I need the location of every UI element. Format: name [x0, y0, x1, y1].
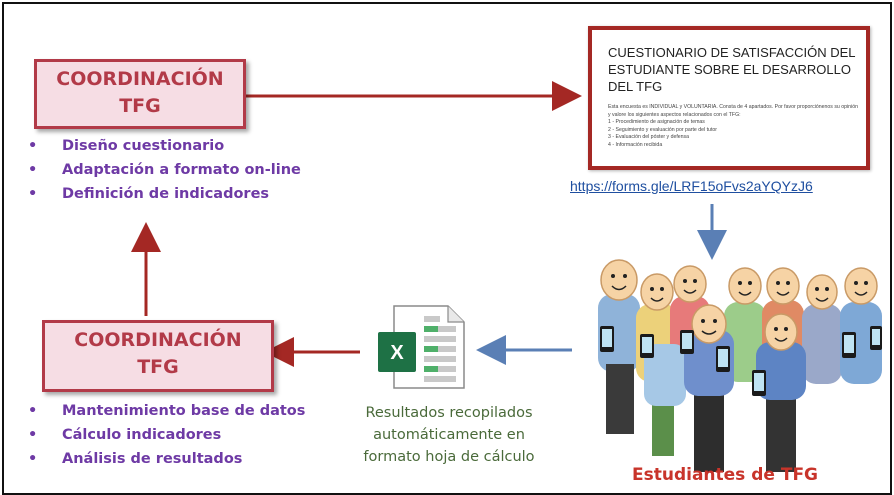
bullet-item: Análisis de resultados	[28, 447, 305, 471]
form-title: CUESTIONARIO DE SATISFACCIÓN DEL ESTUDIA…	[608, 45, 856, 94]
student-figure	[724, 267, 766, 382]
coordination-title: COORDINACIÓN	[56, 68, 224, 90]
form-intro: Esta encuesta es INDIVIDUAL y VOLUNTARIA…	[608, 104, 858, 118]
questionnaire-form-preview: CUESTIONARIO DE SATISFACCIÓN DEL ESTUDIA…	[588, 26, 870, 170]
bottom-bullet-list: Mantenimiento base de datos Cálculo indi…	[28, 399, 305, 471]
coordination-box-top: COORDINACIÓN TFG	[34, 59, 246, 129]
form-item: 3 - Evaluación del póster y defensa	[608, 134, 690, 141]
top-bullet-list: Diseño cuestionario Adaptación a formato…	[28, 134, 301, 206]
form-item: 1 - Procedimiento de asignación de temas	[608, 119, 705, 126]
results-line: Resultados recopilados	[365, 405, 533, 421]
students-crowd-illustration	[598, 259, 882, 472]
coordination-title: COORDINACIÓN	[74, 329, 242, 351]
student-figure	[598, 259, 640, 372]
bullet-item: Cálculo indicadores	[28, 423, 305, 447]
student-figure	[756, 313, 806, 472]
form-item: 4 - Información recibida	[608, 141, 663, 148]
arrows-and-figures: X	[131, 81, 882, 472]
bullet-item: Adaptación a formato on-line	[28, 158, 301, 182]
form-link[interactable]: https://forms.gle/LRF15oFvs2aYQYzJ6	[570, 178, 813, 194]
excel-spreadsheet-icon: X	[378, 305, 465, 389]
results-line: formato hoja de cálculo	[363, 449, 535, 465]
coordination-box-bottom: COORDINACIÓN TFG	[42, 320, 274, 392]
form-description: Esta encuesta es INDIVIDUAL y VOLUNTARIA…	[608, 104, 858, 150]
form-item: 2 - Seguimiento y evaluación por parte d…	[608, 126, 718, 133]
student-figure	[802, 274, 842, 384]
student-figure	[644, 344, 686, 456]
results-caption: Resultados recopilados automáticamente e…	[344, 402, 554, 468]
student-figure	[840, 267, 882, 384]
students-label: Estudiantes de TFG	[632, 465, 819, 485]
coordination-subtitle: TFG	[119, 95, 161, 117]
bullet-item: Diseño cuestionario	[28, 134, 301, 158]
bullet-item: Mantenimiento base de datos	[28, 399, 305, 423]
student-figure	[606, 364, 634, 434]
results-line: automáticamente en	[373, 427, 525, 443]
coordination-subtitle: TFG	[137, 356, 179, 378]
excel-icon-letter: X	[390, 342, 404, 364]
bullet-item: Definición de indicadores	[28, 182, 301, 206]
